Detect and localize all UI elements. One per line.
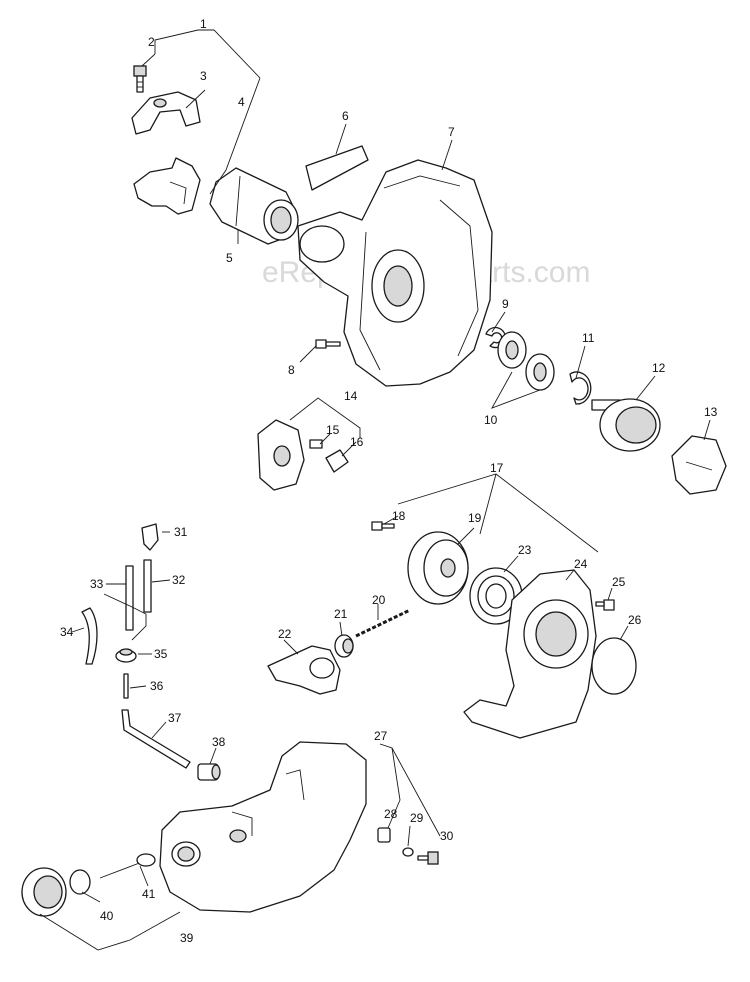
callout-3: 3 xyxy=(200,69,207,83)
part-fuel-tank-27 xyxy=(159,741,367,913)
callout-21: 21 xyxy=(334,607,348,621)
part-pulley-19 xyxy=(407,531,469,605)
callout-38: 38 xyxy=(212,735,226,749)
callout-4: 4 xyxy=(238,95,245,109)
part-strap-41 xyxy=(99,853,156,879)
callout-25: 25 xyxy=(612,575,626,589)
callout-5: 5 xyxy=(226,251,233,265)
callout-9: 9 xyxy=(502,297,509,311)
part-screw-25 xyxy=(595,599,615,611)
callout-15: 15 xyxy=(326,423,340,437)
part-clutch-14 xyxy=(257,419,305,491)
part-clamp-upper-3 xyxy=(131,91,201,135)
part-handle-22 xyxy=(267,645,341,695)
callout-27: 27 xyxy=(374,729,388,743)
part-spring-23 xyxy=(469,567,523,625)
part-filter-31 xyxy=(141,523,159,551)
part-pipe-37 xyxy=(121,709,191,769)
callout-19: 19 xyxy=(468,511,482,525)
part-snap-ring-11 xyxy=(569,371,592,405)
callout-6: 6 xyxy=(342,109,349,123)
part-washer-29 xyxy=(402,847,414,857)
callout-11: 11 xyxy=(582,331,595,345)
callout-8: 8 xyxy=(288,363,295,377)
part-bolt-2 xyxy=(133,65,147,93)
part-bolt-30 xyxy=(417,851,439,865)
callout-2: 2 xyxy=(148,35,155,49)
part-grip-stopper-21 xyxy=(334,634,354,658)
part-rope-20 xyxy=(355,608,411,638)
part-joint-38 xyxy=(197,763,221,781)
part-tube-32 xyxy=(143,559,152,613)
part-fan-housing-7 xyxy=(297,159,493,387)
callout-40: 40 xyxy=(100,909,114,923)
callout-7: 7 xyxy=(448,125,455,139)
callout-1: 1 xyxy=(200,17,207,31)
part-clutch-shoe-13 xyxy=(671,435,727,495)
part-spring-15 xyxy=(309,439,323,449)
callout-24: 24 xyxy=(574,557,588,571)
callout-39: 39 xyxy=(180,931,194,945)
part-sleeve-5 xyxy=(209,167,299,245)
callout-32: 32 xyxy=(172,573,186,587)
callout-13: 13 xyxy=(704,405,718,419)
part-screw-18 xyxy=(371,521,395,531)
callout-36: 36 xyxy=(150,679,164,693)
callout-16: 16 xyxy=(350,435,364,449)
callout-29: 29 xyxy=(410,811,424,825)
part-label-6 xyxy=(305,145,369,191)
callout-28: 28 xyxy=(384,807,398,821)
part-starter-case-24 xyxy=(463,569,597,739)
callout-23: 23 xyxy=(518,543,532,557)
part-gasket xyxy=(69,869,91,895)
part-cap-26 xyxy=(591,637,637,695)
part-grommet-35 xyxy=(115,648,137,663)
callout-12: 12 xyxy=(652,361,666,375)
part-fuel-cap-40 xyxy=(21,867,67,917)
callout-10: 10 xyxy=(484,413,498,427)
callout-31: 31 xyxy=(174,525,188,539)
part-hose-34 xyxy=(81,607,98,665)
part-clutch-drum-12 xyxy=(591,398,661,452)
callout-22: 22 xyxy=(278,627,292,641)
callout-35: 35 xyxy=(154,647,168,661)
callout-41: 41 xyxy=(142,887,156,901)
callout-17: 17 xyxy=(490,461,504,475)
leader-lines xyxy=(39,29,711,951)
part-pin-36 xyxy=(123,673,129,699)
part-tube-33 xyxy=(125,565,134,631)
callout-20: 20 xyxy=(372,593,386,607)
callout-34: 34 xyxy=(60,625,74,639)
part-collar-28 xyxy=(377,827,391,843)
part-clamp-lower-4 xyxy=(133,157,201,215)
callout-26: 26 xyxy=(628,613,642,627)
callout-33: 33 xyxy=(90,577,104,591)
callout-37: 37 xyxy=(168,711,182,725)
callout-30: 30 xyxy=(440,829,454,843)
callout-18: 18 xyxy=(392,509,406,523)
part-screw-8 xyxy=(315,339,341,349)
callout-numbers: 1 2 3 4 5 6 7 8 9 10 11 12 13 14 15 16 1… xyxy=(60,17,718,945)
callout-14: 14 xyxy=(344,389,358,403)
